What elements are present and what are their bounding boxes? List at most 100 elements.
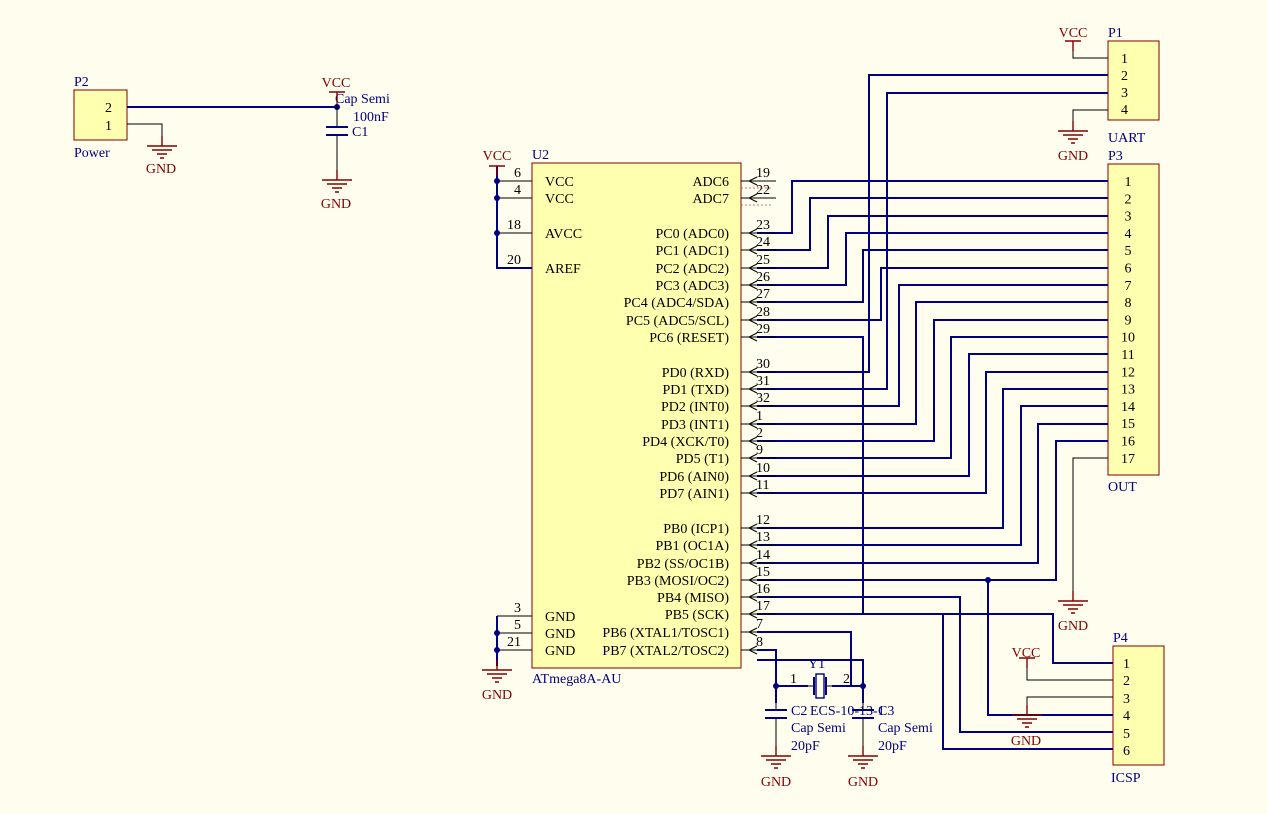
- capacitor-c3[interactable]: C3 Cap Semi 20pF: [852, 703, 933, 754]
- u2-pin-name: PD6 (AIN0): [659, 470, 729, 485]
- u2-pin-name: AREF: [545, 262, 581, 277]
- gnd-port: GND: [146, 136, 177, 177]
- wire-reset: [757, 336, 1113, 664]
- gnd-label: GND: [482, 688, 512, 703]
- p1-pin-label: 3: [1121, 86, 1128, 101]
- u2-pin-number: 24: [756, 235, 770, 250]
- p3-comment: OUT: [1108, 480, 1137, 495]
- u2-pin-number: 2: [756, 426, 763, 441]
- vcc-label: VCC: [322, 76, 351, 91]
- c1-value: 100nF: [353, 110, 389, 125]
- u2-pin-number: 6: [514, 166, 521, 181]
- gnd-port: GND: [1058, 591, 1088, 634]
- p3-pin-label: 13: [1121, 383, 1135, 398]
- ic-u2[interactable]: U2 ATmega8A-AU 6VCC4VCC18AVCC20AREF3GND5…: [497, 148, 776, 687]
- capacitor-c2[interactable]: C2 Cap Semi 20pF: [765, 703, 846, 754]
- u2-pin-name: GND: [545, 644, 575, 659]
- u2-pin-number: 30: [756, 357, 770, 372]
- u2-pin-number: 3: [514, 601, 521, 616]
- u2-pin-name: PD3 (INT1): [661, 418, 729, 433]
- p3-pin-label: 5: [1125, 244, 1132, 259]
- u2-pin-number: 17: [756, 599, 770, 614]
- c1-comment: Cap Semi: [335, 92, 390, 107]
- gnd-port: GND: [1058, 121, 1088, 164]
- connector-p4[interactable]: P4 ICSP 1 2 3 4 5 6: [1111, 631, 1165, 786]
- u2-pin-number: 18: [507, 218, 521, 233]
- u2-pin-name: PB3 (MOSI/OC2): [627, 574, 730, 589]
- u2-pin-name: GND: [545, 610, 575, 625]
- c2-designator: C2: [791, 704, 807, 719]
- u2-pin-number: 31: [756, 374, 770, 389]
- vcc-label: VCC: [483, 149, 512, 164]
- u2-pin-number: 21: [507, 635, 521, 650]
- c3-comment: Cap Semi: [878, 721, 933, 736]
- u2-pin-name: PC2 (ADC2): [655, 262, 729, 277]
- u2-pin-number: 32: [756, 391, 770, 406]
- u2-pin-number: 25: [756, 253, 770, 268]
- crystal-y1[interactable]: Y1 ECS-10-13-1 1 2: [790, 657, 885, 719]
- wire-xtal2: [757, 649, 808, 687]
- p1-pin-label: 4: [1121, 103, 1128, 118]
- gnd-label: GND: [761, 775, 791, 790]
- u2-pin-name: PD2 (INT0): [661, 400, 729, 415]
- u2-pin-number: 26: [756, 270, 770, 285]
- u2-pin-name: ADC6: [692, 175, 729, 190]
- p4-pin-label: 3: [1123, 692, 1130, 707]
- u2-pin-name: PC1 (ADC1): [655, 244, 729, 259]
- p1-pin-label: 1: [1121, 52, 1128, 67]
- p3-pin-label: 8: [1125, 296, 1132, 311]
- p4-designator: P4: [1113, 631, 1128, 646]
- u2-pin-number: 1: [756, 409, 763, 424]
- capacitor-c1[interactable]: Cap Semi 100nF C1: [326, 92, 390, 176]
- u2-pin-name: PC3 (ADC3): [655, 279, 729, 294]
- vcc-port: VCC: [483, 149, 512, 176]
- p3-pin-label: 6: [1125, 262, 1132, 277]
- p3-pin-label: 4: [1125, 227, 1132, 242]
- gnd-port: GND: [482, 660, 512, 703]
- wire-sck: [757, 613, 1113, 750]
- u2-comment: ATmega8A-AU: [532, 672, 621, 687]
- u2-pin-name: PD7 (AIN1): [659, 487, 729, 502]
- u2-pin-name: VCC: [545, 192, 574, 207]
- p2-body: [73, 89, 128, 141]
- c1-designator: C1: [352, 125, 368, 140]
- p3-pin-label: 11: [1121, 348, 1134, 363]
- u2-pin-name: PD4 (XCK/T0): [642, 435, 729, 450]
- u2-pin-name: PC5 (ADC5/SCL): [626, 314, 729, 329]
- gnd-label: GND: [146, 162, 176, 177]
- u2-pin-number: 5: [514, 618, 521, 633]
- connector-p2[interactable]: P2 Power 2 1: [73, 75, 128, 161]
- u2-pin-number: 9: [756, 443, 763, 458]
- p4-pin-label: 2: [1123, 674, 1130, 689]
- gnd-port: GND: [761, 746, 791, 790]
- p3-designator: P3: [1108, 149, 1123, 164]
- wire-txd: [757, 92, 1108, 390]
- wire-p2-gnd: [127, 123, 163, 142]
- wire-p1-vcc: [1072, 41, 1108, 59]
- y1-pin-label: 2: [843, 672, 850, 687]
- u2-pin-number: 11: [756, 478, 769, 493]
- connector-p1[interactable]: P1 UART 1 2 3 4: [1107, 26, 1160, 146]
- wire-rxd: [757, 74, 1108, 373]
